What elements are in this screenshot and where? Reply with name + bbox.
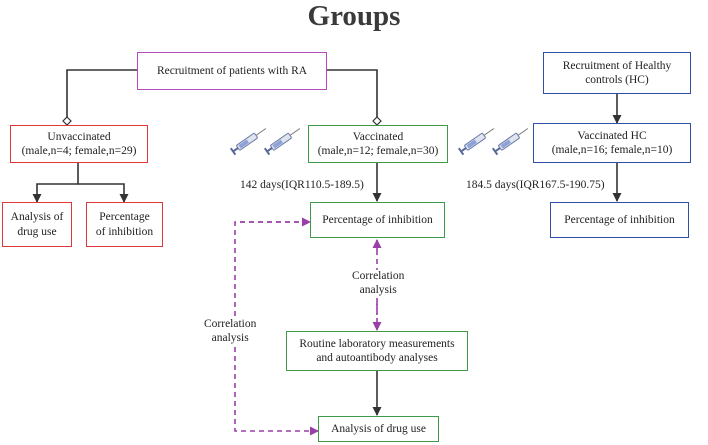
correlation-left-label: Correlation analysis [204,318,257,346]
connector-ra-vaccinated [327,69,382,126]
analysis-drug-use-left-box: Analysis of drug use [2,202,72,247]
syringe-icon [263,128,301,156]
routine-lab-box: Routine laboratory measurements and auto… [286,331,468,371]
percentage-inhibition-left-box: Percentage of inhibition [86,202,163,247]
days-mid-label: 142 days(IQR110.5-189.5) [240,179,364,191]
diagram-title: Groups [307,0,401,32]
days-right-label: 184.5 days(IQR167.5-190.75) [466,179,605,191]
vaccinated-hc-box: Vaccinated HC (male,n=16; female,n=10) [533,123,691,163]
analysis-drug-use-bottom-box: Analysis of drug use [318,416,439,442]
connector-unvaccinated-split [32,163,79,203]
recruit-ra-box: Recruitment of patients with RA [137,52,327,90]
correlation-mid-label: Correlation analysis [352,270,405,298]
unvaccinated-box: Unvaccinated (male,n=4; female,n=29) [10,125,148,163]
percentage-inhibition-mid-box: Percentage of inhibition [310,202,445,238]
connector-ra-unvaccinated [62,69,137,126]
syringe-icon [457,128,495,156]
connector-unvaccinated-split-right [78,183,129,203]
vaccinated-box: Vaccinated (male,n=12; female,n=30) [308,125,448,163]
recruit-hc-box: Recruitment of Healthy controls (HC) [543,52,691,94]
percentage-inhibition-right-box: Percentage of inhibition [550,202,689,238]
syringe-icon [491,128,529,156]
syringe-icon [229,128,267,156]
